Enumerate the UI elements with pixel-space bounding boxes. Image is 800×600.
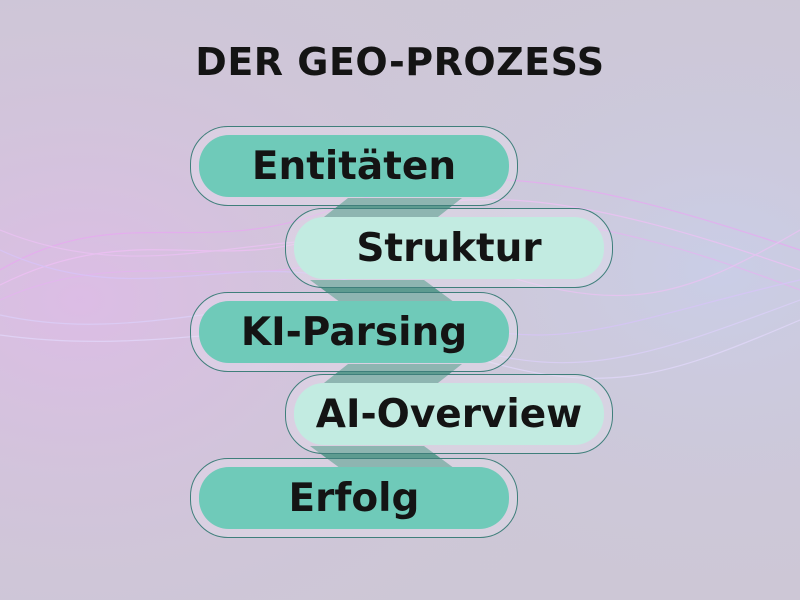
step-ai-overview: AI-Overview	[285, 374, 613, 454]
step-entitaeten: Entitäten	[190, 126, 518, 206]
step-label: Struktur	[294, 217, 604, 279]
step-label: AI-Overview	[294, 383, 604, 445]
step-ki-parsing: KI-Parsing	[190, 292, 518, 372]
step-struktur: Struktur	[285, 208, 613, 288]
step-label: Erfolg	[199, 467, 509, 529]
step-label: KI-Parsing	[199, 301, 509, 363]
step-label: Entitäten	[199, 135, 509, 197]
step-erfolg: Erfolg	[190, 458, 518, 538]
page-title: DER GEO-PROZESS	[195, 40, 605, 84]
